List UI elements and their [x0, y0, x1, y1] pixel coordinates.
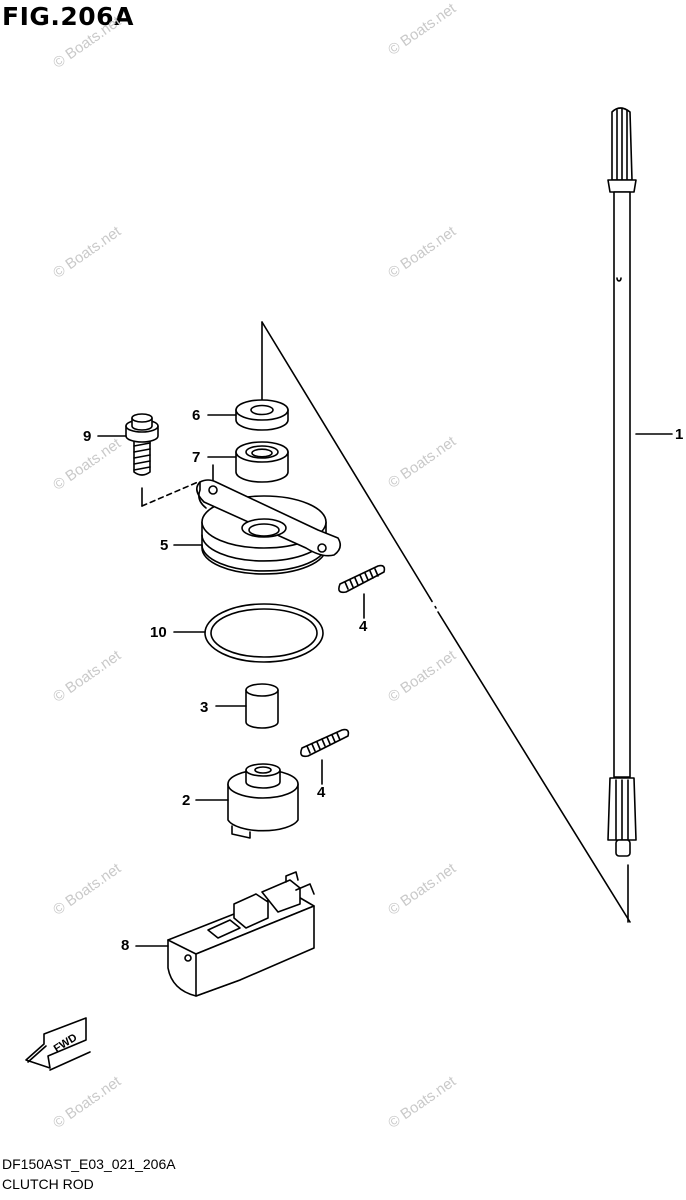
clutch-cam-part[interactable]	[227, 763, 299, 839]
housing-part[interactable]	[196, 479, 342, 575]
callout-5: 5	[160, 537, 168, 554]
callout-4-lower: 4	[317, 784, 326, 801]
assembly-line	[261, 321, 631, 923]
bushing-part[interactable]	[245, 683, 279, 729]
drawing-code: DF150AST_E03_021_206A	[2, 1156, 176, 1172]
clutch-rod-part[interactable]	[607, 107, 637, 857]
pin-part-lower[interactable]	[300, 728, 350, 758]
callout-3: 3	[200, 699, 208, 716]
callout-1: 1	[675, 426, 683, 443]
callout-10: 10	[150, 624, 167, 641]
figure-label: FIG.206A	[2, 2, 134, 31]
callout-7: 7	[192, 449, 200, 466]
callout-6: 6	[192, 407, 200, 424]
section-name: CLUTCH ROD	[2, 1176, 94, 1192]
bolt-part[interactable]	[125, 413, 159, 476]
fwd-arrow-icon: FWD	[25, 1017, 91, 1071]
callout-4-upper: 4	[359, 618, 368, 635]
pin-part-upper[interactable]	[338, 564, 386, 594]
callout-2: 2	[182, 792, 190, 809]
callout-8: 8	[121, 937, 129, 954]
callout-9: 9	[83, 428, 91, 445]
o-ring-part[interactable]	[204, 603, 324, 663]
callout-labels: 1 2 3 4 4 5 6 7 8 9 10	[83, 407, 683, 954]
callout-leaders	[97, 414, 673, 947]
washer-part[interactable]	[235, 399, 289, 431]
clutch-shifter-part[interactable]	[167, 871, 315, 997]
bearing-part[interactable]	[235, 441, 289, 483]
